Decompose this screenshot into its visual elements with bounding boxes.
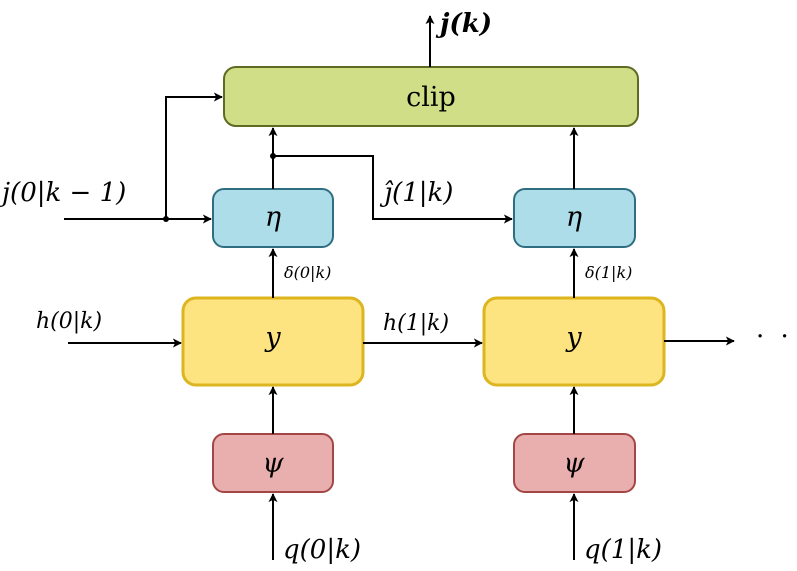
jhat-to-eta1-line bbox=[273, 155, 513, 224]
jhat-label: ĵ(1|k) bbox=[379, 178, 453, 208]
y-label-0: y bbox=[264, 322, 281, 353]
eta-label-1: η bbox=[566, 202, 582, 233]
psi-label-1: ψ bbox=[563, 448, 585, 479]
input-j-to-clip-line bbox=[165, 92, 223, 219]
y-label-1: y bbox=[565, 322, 582, 353]
clip-label: clip bbox=[406, 82, 456, 113]
continuation-dots: · · · bbox=[756, 322, 797, 352]
q1-label: q(1|k) bbox=[584, 535, 662, 565]
delta0-label: δ(0|k) bbox=[284, 263, 331, 282]
eta-label-0: η bbox=[265, 202, 281, 233]
junction-dot-eta0 bbox=[270, 153, 276, 159]
psi-label-0: ψ bbox=[262, 448, 284, 479]
q0-label: q(0|k) bbox=[283, 535, 361, 565]
h1-label: h(1|k) bbox=[383, 311, 449, 336]
output-label: j(k) bbox=[435, 9, 492, 39]
junction-dot-input bbox=[163, 216, 169, 222]
delta1-label: δ(1|k) bbox=[585, 263, 632, 282]
input-j-label: j(0|k − 1) bbox=[0, 178, 126, 208]
h0-label: h(0|k) bbox=[36, 309, 102, 334]
